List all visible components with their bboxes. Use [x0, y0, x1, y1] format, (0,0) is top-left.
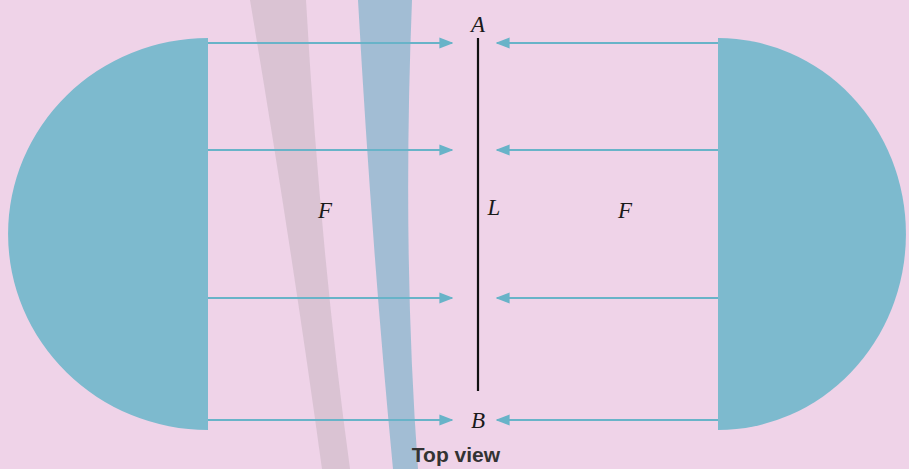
field-lines — [208, 43, 718, 420]
force-label: F — [318, 199, 332, 222]
blue-band — [358, 0, 418, 469]
caption: Top view — [412, 444, 500, 465]
force-label: F — [618, 199, 632, 222]
grey-band — [250, 0, 350, 469]
point-label: A — [471, 13, 485, 36]
magnet-pole — [718, 38, 906, 430]
point-label: B — [471, 409, 485, 432]
wire-label: L — [488, 196, 501, 219]
magnet-pole — [8, 38, 208, 430]
wire — [477, 38, 479, 391]
